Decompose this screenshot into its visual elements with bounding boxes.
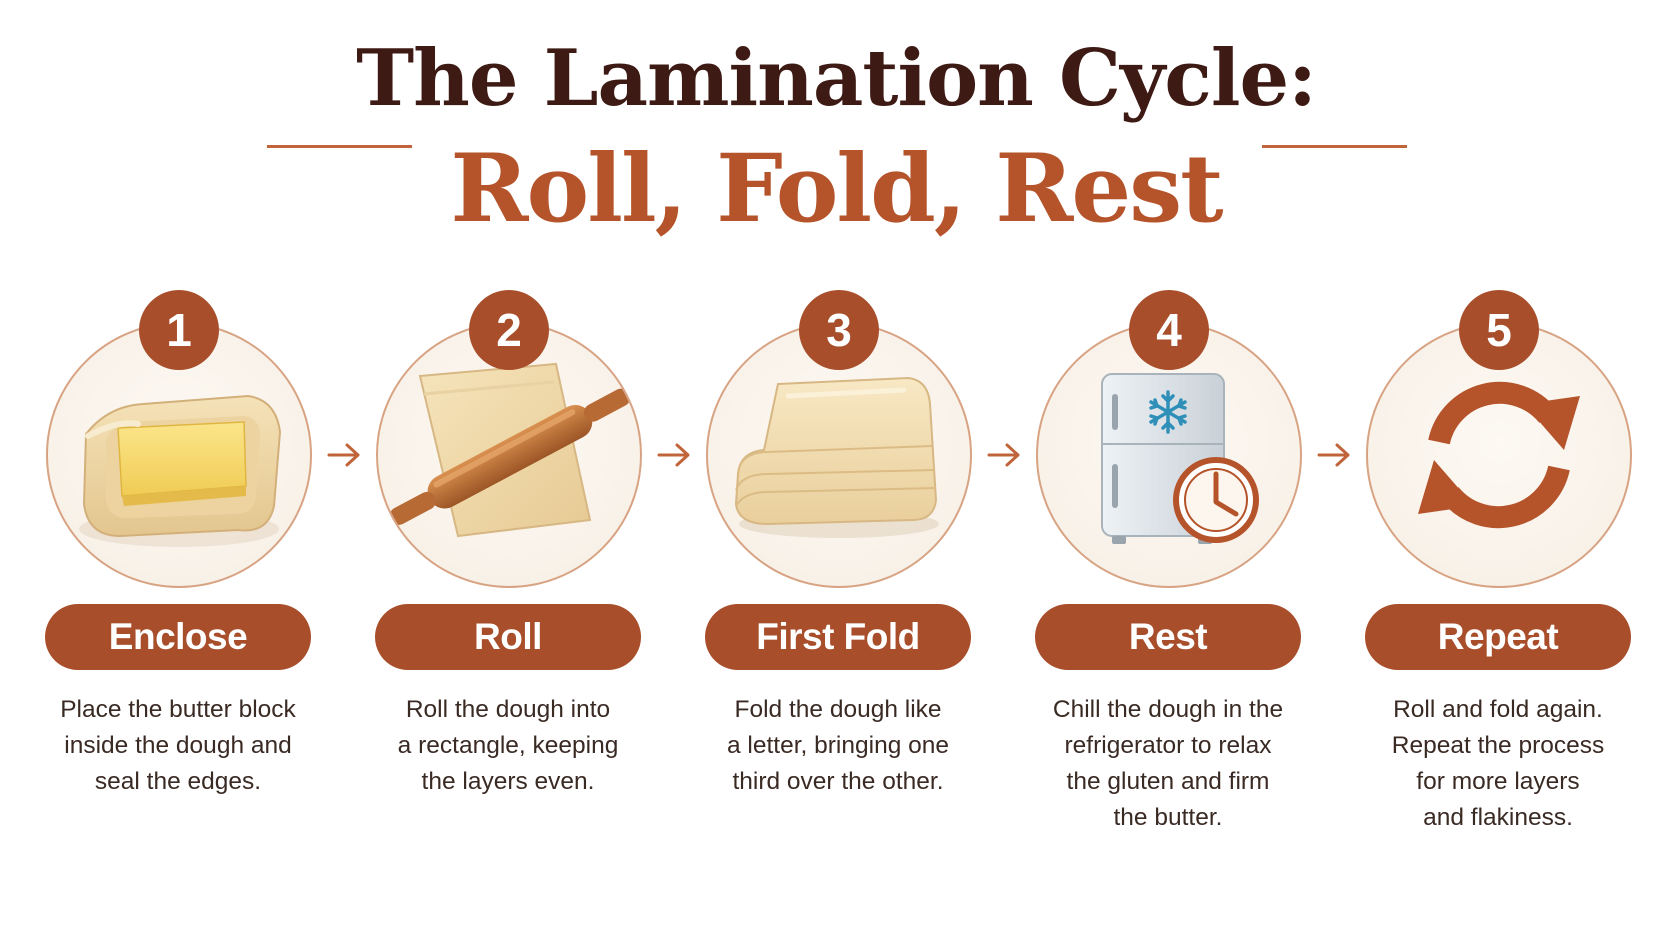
- arrow-right-icon: [327, 443, 360, 467]
- butter-in-dough-icon: [79, 394, 282, 547]
- repeat-cycle-icon: [1418, 381, 1580, 529]
- step-5: 5 Repeat Roll and fold again. Repeat the…: [1360, 290, 1640, 850]
- step-description: Roll and fold again. Repeat the process …: [1391, 696, 1605, 831]
- step-number: 3: [799, 290, 879, 370]
- decorative-line-right: [1262, 145, 1407, 148]
- step-description: Fold the dough like a letter, bringing o…: [726, 696, 950, 795]
- step-label-enclose: Enclose: [45, 604, 311, 670]
- refrigerator-clock-icon: [1101, 373, 1259, 544]
- decorative-line-left: [267, 145, 412, 148]
- step-3: 3 First Fold Fold the dough like a lette…: [700, 290, 980, 850]
- step-label-first-fold: First Fold: [705, 604, 971, 670]
- step-description: Roll the dough into a rectangle, keeping…: [397, 696, 619, 795]
- step-number: 4: [1129, 290, 1209, 370]
- step-4: 4: [1030, 290, 1310, 850]
- step-illustration: [376, 322, 642, 588]
- arrow-right-icon: [657, 443, 690, 467]
- step-label-repeat: Repeat: [1365, 604, 1631, 670]
- rolling-pin-icon: [389, 362, 631, 538]
- step-label-rest: Rest: [1035, 604, 1301, 670]
- step-description: Chill the dough in the refrigerator to r…: [1052, 696, 1284, 831]
- step-illustration: [46, 322, 312, 588]
- step-number: 5: [1459, 290, 1539, 370]
- step-2: 2 Roll Roll the d: [370, 290, 650, 850]
- folded-dough-icon: [734, 376, 939, 538]
- step-1: 1 Enclose Place the butter block in: [40, 290, 320, 850]
- step-number: 2: [469, 290, 549, 370]
- step-illustration: [1036, 322, 1302, 588]
- title-line-2: Roll, Fold, Rest: [450, 134, 1223, 244]
- step-number: 1: [139, 290, 219, 370]
- arrow-right-icon: [1317, 443, 1350, 467]
- arrow-right-icon: [987, 443, 1020, 467]
- step-description: Place the butter block inside the dough …: [60, 696, 296, 795]
- step-label-roll: Roll: [375, 604, 641, 670]
- title-line-1: The Lamination Cycle:: [356, 33, 1317, 124]
